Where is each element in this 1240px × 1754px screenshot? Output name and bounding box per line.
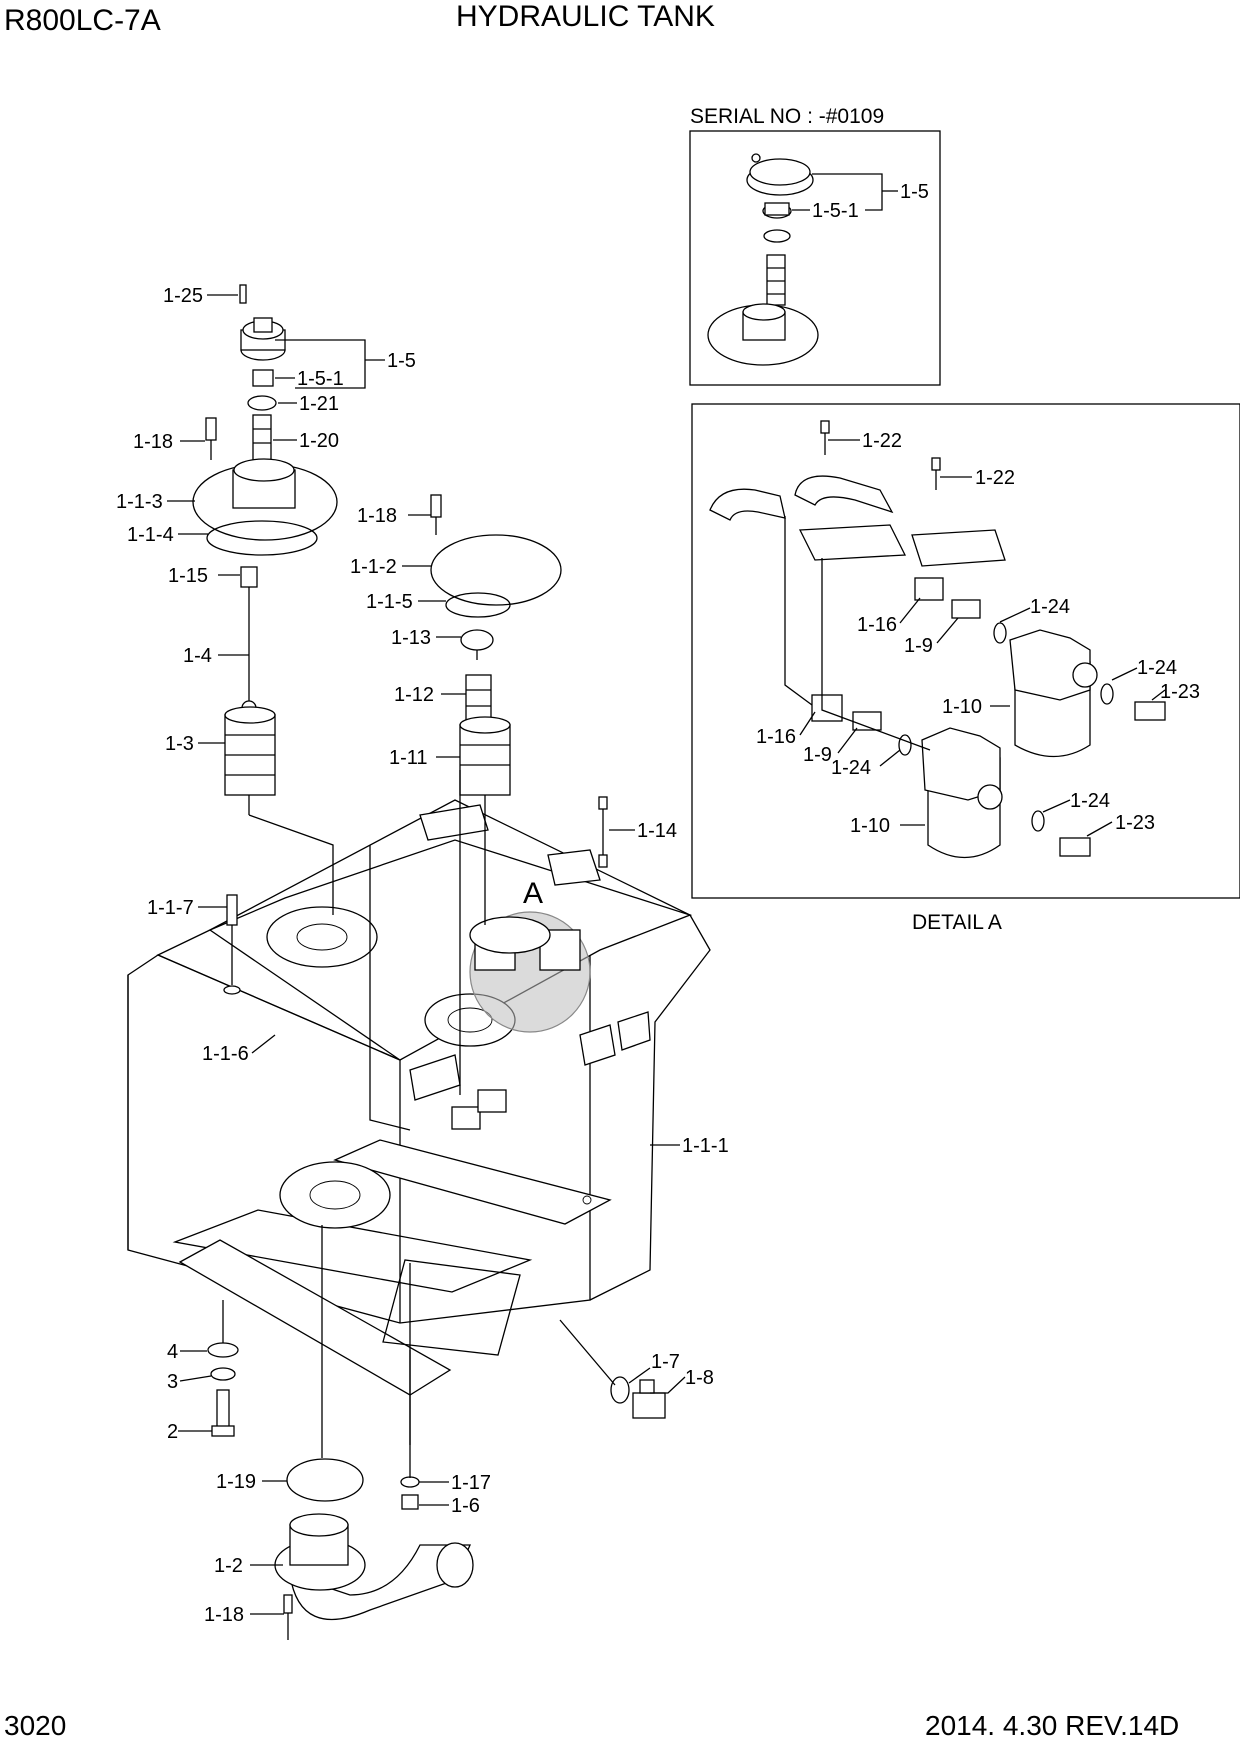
label-1-24-d: 1-24 (1070, 790, 1110, 812)
filter-element-icon (224, 706, 276, 796)
strainer-icon (766, 254, 786, 306)
label-1-1-5: 1-1-5 (366, 591, 413, 613)
label-1-10-b: 1-10 (850, 815, 890, 837)
nipple-icon (852, 599, 1166, 857)
label-1-1-2: 1-1-2 (350, 556, 397, 578)
o-ring-icon (400, 1476, 420, 1488)
detail-a-frame (691, 403, 1240, 899)
bolt-icon (820, 420, 941, 490)
label-1-1-1: 1-1-1 (682, 1135, 729, 1157)
label-1-16-a: 1-16 (857, 614, 897, 636)
label-1-24-c: 1-24 (831, 757, 871, 779)
o-ring-icon (763, 229, 791, 243)
breather-cap-icon (239, 284, 286, 361)
strainer-icon (252, 414, 272, 464)
serial-inset-frame (689, 130, 941, 386)
label-1-9-b: 1-9 (803, 744, 832, 766)
top-plate-icon (208, 804, 692, 1130)
pressure-switch-icon (632, 1379, 666, 1419)
label-1-7: 1-7 (651, 1351, 680, 1373)
label-1-1-7: 1-1-7 (147, 897, 194, 919)
bolt-icon (205, 417, 442, 995)
label-1-5-1: 1-5-1 (297, 368, 344, 390)
label-1-10-a: 1-10 (942, 696, 982, 718)
label-2: 2 (167, 1421, 178, 1443)
label-1-18-top: 1-18 (133, 431, 173, 453)
breather-seal-icon (762, 202, 792, 219)
tank-cover-icon (192, 458, 338, 556)
label-1-5-1-inset: 1-5-1 (812, 200, 859, 222)
o-ring-icon (247, 395, 277, 411)
label-1-18-cover: 1-18 (357, 505, 397, 527)
mounting-plate-icon (798, 524, 1006, 567)
detail-a-caption: DETAIL A (912, 911, 1002, 934)
label-1-9-a: 1-9 (904, 635, 933, 657)
spring-icon (465, 674, 492, 724)
label-1-16-b: 1-16 (756, 726, 796, 748)
label-1-18-pipe: 1-18 (204, 1604, 244, 1626)
label-1-23-b: 1-23 (1115, 812, 1155, 834)
o-ring-icon (286, 1458, 364, 1502)
label-1-5-inset: 1-5 (900, 181, 929, 203)
breather-seal-icon (252, 369, 274, 387)
label-1-3: 1-3 (165, 733, 194, 755)
label-1-22-b: 1-22 (975, 467, 1015, 489)
spring-icon (240, 566, 258, 716)
revision-date: 2014. 4.30 REV.14D (925, 1710, 1180, 1741)
bolt-icon (211, 1389, 235, 1437)
label-1-14: 1-14 (637, 820, 677, 842)
label-1-12: 1-12 (394, 684, 434, 706)
level-gauge-icon (598, 796, 608, 868)
label-1-8: 1-8 (685, 1367, 714, 1389)
filter-element-icon (459, 716, 511, 796)
label-1-4: 1-4 (183, 645, 212, 667)
label-1-22-a: 1-22 (862, 430, 902, 452)
page-title: HYDRAULIC TANK (456, 0, 715, 33)
bolt-icon (283, 1594, 293, 1640)
label-1-19: 1-19 (216, 1471, 256, 1493)
washer-icon (207, 1342, 630, 1404)
label-1-1-4: 1-1-4 (127, 524, 174, 546)
detail-a: DETAIL A (691, 403, 1240, 934)
label-4: 4 (167, 1341, 178, 1363)
label-1-1-3: 1-1-3 (116, 491, 163, 513)
valve-icon (460, 629, 494, 660)
detail-a-marker: A (523, 877, 543, 910)
label-1-2: 1-2 (214, 1555, 243, 1577)
model-code: R800LC-7A (4, 4, 161, 37)
label-1-13: 1-13 (391, 627, 431, 649)
label-1-11: 1-11 (389, 747, 428, 769)
suction-pipe-icon (274, 1513, 474, 1621)
label-1-5: 1-5 (387, 350, 416, 372)
guide-lines (222, 770, 616, 1478)
label-1-20: 1-20 (299, 430, 339, 452)
breather-cap-icon (746, 153, 814, 196)
label-1-25: 1-25 (163, 285, 203, 307)
label-1-24-a: 1-24 (1030, 596, 1070, 618)
label-1-23-a: 1-23 (1160, 681, 1200, 703)
serial-caption: SERIAL NO : -#0109 (690, 105, 884, 128)
label-1-24-b: 1-24 (1137, 657, 1177, 679)
clamp-icon (811, 577, 944, 722)
label-1-1-6: 1-1-6 (202, 1043, 249, 1065)
label-1-21: 1-21 (299, 393, 339, 415)
label-1-6: 1-6 (451, 1495, 480, 1517)
page-number: 3020 (4, 1710, 67, 1741)
serial-inset: SERIAL NO : -#0109 1-5 1-5-1 (689, 105, 941, 386)
label-3: 3 (167, 1371, 178, 1393)
breather-flange-icon (707, 303, 819, 366)
return-pipe-icon (709, 475, 894, 521)
filter-element-icon (921, 629, 1098, 859)
return-cover-icon (430, 534, 562, 618)
label-1-17: 1-17 (451, 1472, 491, 1494)
drain-plug-icon (401, 1494, 419, 1510)
label-1-15: 1-15 (168, 565, 208, 587)
